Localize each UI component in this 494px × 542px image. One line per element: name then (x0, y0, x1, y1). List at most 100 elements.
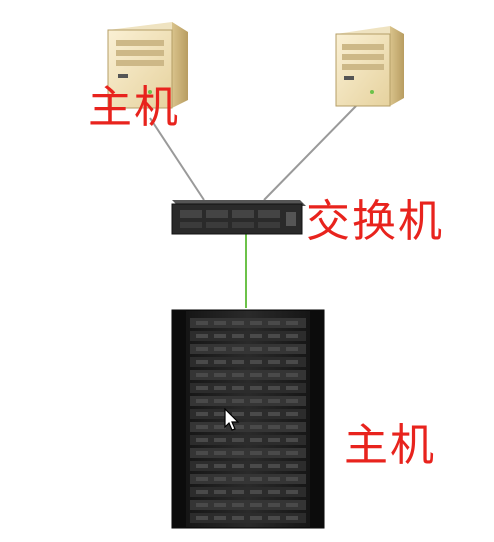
rack-slot (190, 487, 306, 497)
rack-slot-vent (250, 503, 262, 507)
rack-slot-vent (250, 464, 262, 468)
rack-slot (190, 500, 306, 510)
rack-slot-vent (232, 477, 244, 481)
rack-slot-vent (286, 477, 298, 481)
rack-slot-vent (268, 503, 280, 507)
rack-slot-vent (196, 412, 208, 416)
rack-slot-vent (214, 477, 226, 481)
rack-slot-vent (232, 321, 244, 325)
rack-slot-vent (214, 347, 226, 351)
rack-slot (190, 318, 306, 328)
rack-slot-vent (196, 516, 208, 520)
rack-slot-vent (232, 360, 244, 364)
rack-slot (190, 383, 306, 393)
rack-slot-vent (214, 373, 226, 377)
rack-slot-vent (268, 373, 280, 377)
rack-slot-vent (250, 451, 262, 455)
rack-slot-vent (250, 412, 262, 416)
rack-slot-vent (268, 477, 280, 481)
rack-slot-vent (196, 347, 208, 351)
switch-label: 交换机 (306, 196, 444, 247)
rack-slot-vent (286, 399, 298, 403)
rack-slot-vent (250, 360, 262, 364)
rack-slot-vent (250, 477, 262, 481)
rack-slot (190, 409, 306, 419)
rack-slot-vent (196, 490, 208, 494)
rack-slot-vent (286, 503, 298, 507)
rack-slot-vent (214, 412, 226, 416)
rack-drive-slots (190, 318, 306, 523)
rack-slot-vent (286, 438, 298, 442)
rack-slot-vent (196, 477, 208, 481)
rack-slot (190, 357, 306, 367)
rack-slot-vent (286, 373, 298, 377)
rack-slot-vent (214, 490, 226, 494)
rack-slot-vent (196, 438, 208, 442)
rack-slot-vent (232, 373, 244, 377)
rack-slot (190, 344, 306, 354)
rack-slot (190, 370, 306, 380)
rack-slot (190, 448, 306, 458)
rack-slot-vent (196, 386, 208, 390)
rack-slot (190, 461, 306, 471)
rack-slot-vent (286, 334, 298, 338)
rack-slot-vent (286, 451, 298, 455)
rack-slot-vent (214, 438, 226, 442)
rack-slot-vent (268, 360, 280, 364)
rack-slot (190, 435, 306, 445)
rack-slot-vent (232, 412, 244, 416)
mouse-cursor-icon (224, 408, 240, 431)
rack-slot-vent (196, 334, 208, 338)
host-label-left: 主机 (88, 82, 180, 133)
rack-slot-vent (268, 464, 280, 468)
rack-slot-vent (232, 399, 244, 403)
rack-slot-vent (196, 399, 208, 403)
rack-slot-vent (232, 347, 244, 351)
rack-slot-vent (214, 516, 226, 520)
rack-slot-vent (232, 516, 244, 520)
rack-slot-vent (214, 464, 226, 468)
rack-slot-vent (196, 425, 208, 429)
rack-slot-vent (250, 321, 262, 325)
rack-slot-vent (286, 490, 298, 494)
host-label-rack: 主机 (344, 420, 436, 471)
rack-server-icon (171, 309, 325, 529)
rack-slot-vent (196, 321, 208, 325)
link-host-right-to-switch (263, 105, 357, 201)
rack-slot-vent (268, 347, 280, 351)
rack-slot-vent (250, 399, 262, 403)
rack-slot-vent (250, 347, 262, 351)
rack-slot-vent (232, 503, 244, 507)
rack-slot-vent (268, 451, 280, 455)
rack-slot-vent (196, 373, 208, 377)
rack-slot-vent (286, 347, 298, 351)
rack-slot-vent (232, 334, 244, 338)
rack-slot-vent (214, 425, 226, 429)
tower-server-icon (335, 26, 404, 107)
rack-slot (190, 474, 306, 484)
network-switch-icon (171, 200, 306, 235)
rack-slot-vent (250, 373, 262, 377)
rack-slot-vent (268, 425, 280, 429)
rack-slot-vent (214, 451, 226, 455)
rack-slot-vent (250, 334, 262, 338)
rack-slot-vent (214, 321, 226, 325)
rack-slot-vent (268, 399, 280, 403)
rack-slot-vent (196, 464, 208, 468)
rack-slot-vent (286, 412, 298, 416)
rack-slot-vent (232, 451, 244, 455)
rack-slot-vent (196, 360, 208, 364)
rack-slot-vent (250, 490, 262, 494)
rack-slot (190, 331, 306, 341)
rack-slot-vent (268, 412, 280, 416)
rack-slot (190, 513, 306, 523)
tower-server-icon (107, 22, 188, 109)
rack-slot-vent (250, 425, 262, 429)
rack-slot-vent (286, 425, 298, 429)
rack-slot-vent (232, 425, 244, 429)
rack-slot-vent (286, 464, 298, 468)
rack-slot-vent (268, 386, 280, 390)
rack-slot-vent (286, 321, 298, 325)
rack-slot-vent (268, 516, 280, 520)
